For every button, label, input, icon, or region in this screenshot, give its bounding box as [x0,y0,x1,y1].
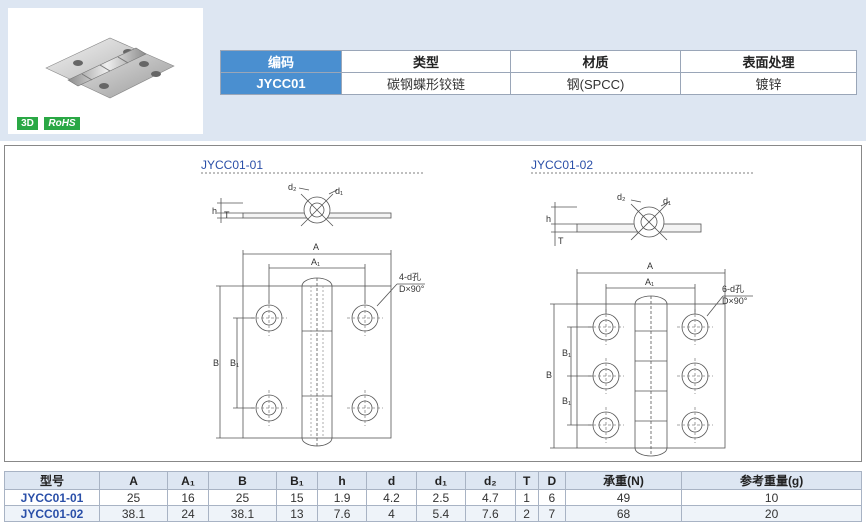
right-d2-label: d₂ [617,192,626,202]
right-B1-label-bottom: B₁ [562,396,571,406]
dim-header-d2: d₂ [465,471,516,490]
3d-badge[interactable]: 3D [17,117,38,130]
spec-header-material: 材质 [510,50,681,73]
left-side-view [217,187,392,227]
spec-table: 编码 类型 材质 表面处理 JYCC01 碳钢蝶形铰链 钢(SPCC) 镀锌 [220,50,857,95]
cell-T: 1 [514,489,539,506]
right-A1-label: A₁ [645,277,654,287]
right-d1-label: d₁ [663,196,671,206]
left-B-label: B [213,358,219,368]
cell-B1: 13 [275,505,318,522]
cell-B1: 15 [275,489,318,506]
cell-weight: 20 [681,505,862,522]
spec-value-row: JYCC01 碳钢蝶形铰链 钢(SPCC) 镀锌 [220,72,857,95]
dim-header-weight: 参考重量(g) [681,471,862,490]
cell-d: 4 [366,505,417,522]
cell-d1: 5.4 [415,505,467,522]
dim-header-A: A [98,471,169,490]
cell-B: 38.1 [207,505,277,522]
cell-A: 38.1 [98,505,169,522]
left-front-view [216,250,425,447]
rohs-badge: RoHS [44,117,80,130]
left-A1-label: A₁ [311,257,320,267]
dim-header-row: 型号 A A₁ B B₁ h d d₁ d₂ T D 承重(N) 参考重量(g) [4,471,862,490]
dim-header-B1: B₁ [275,471,318,490]
left-hole-label: 4-d孔 [399,272,421,282]
dim-header-A1: A₁ [167,471,209,490]
table-row: JYCC01-01 25 16 25 15 1.9 4.2 2.5 4.7 1 … [4,489,862,506]
cell-d2: 7.6 [465,505,516,522]
right-front-view [550,269,753,457]
dim-header-h: h [316,471,368,490]
spec-type: 碳钢蝶形铰链 [341,72,511,95]
right-hole-label: 6-d孔 [722,284,744,294]
cell-B: 25 [207,489,277,506]
left-T-label: T [224,210,230,220]
spec-material: 钢(SPCC) [510,72,681,95]
cell-T: 2 [514,505,539,522]
right-h-label: h [546,214,551,224]
right-chamfer-label: D×90° [722,296,748,306]
dim-header-d: d [366,471,417,490]
right-B1-label-top: B₁ [562,348,571,358]
left-B1-label: B₁ [230,358,239,368]
table-row: JYCC01-02 38.1 24 38.1 13 7.6 4 5.4 7.6 … [4,505,862,522]
dim-header-d1: d₁ [415,471,467,490]
right-side-view [551,199,702,246]
dimension-table: 型号 A A₁ B B₁ h d d₁ d₂ T D 承重(N) 参考重量(g)… [4,471,862,522]
drawing-canvas: h T d₂ d₁ A A₁ B B₁ 4-d孔 D×90° h T d₂ d₁… [201,172,753,457]
left-view-title: JYCC01-01 [201,158,264,172]
spec-header-finish: 表面处理 [680,50,857,73]
dim-header-D: D [537,471,566,490]
hinge-render [45,37,175,99]
cell-load: 49 [564,489,683,506]
dim-header-load: 承重(N) [564,471,683,490]
dim-header-T: T [514,471,539,490]
spec-code: JYCC01 [220,72,342,95]
spec-header-row: 编码 类型 材质 表面处理 [220,50,857,73]
right-A-label: A [647,261,653,271]
left-d1-label: d₁ [335,186,343,196]
left-A-label: A [313,242,319,252]
cell-A1: 16 [167,489,209,506]
dim-header-model: 型号 [4,471,100,490]
cell-load: 68 [564,505,683,522]
spec-finish: 镀锌 [680,72,857,95]
right-T-label: T [558,236,564,246]
cell-A: 25 [98,489,169,506]
cell-A1: 24 [167,505,209,522]
left-h-label: h [212,206,217,216]
cell-weight: 10 [681,489,862,506]
cell-d: 4.2 [366,489,417,506]
right-view-title: JYCC01-02 [531,158,594,172]
cell-D: 6 [537,489,566,506]
product-header: 3D RoHS 编码 类型 材质 表面处理 JYCC01 碳钢蝶形铰链 钢(SP… [0,0,866,141]
left-chamfer-label: D×90° [399,284,425,294]
cell-h: 7.6 [316,505,368,522]
cell-D: 7 [537,505,566,522]
cell-d2: 4.7 [465,489,516,506]
spec-header-code: 编码 [220,50,342,73]
product-image [8,8,203,134]
right-B-label: B [546,370,552,380]
cell-h: 1.9 [316,489,368,506]
technical-drawing: JYCC01-01 JYCC01-02 [4,145,862,462]
dim-header-B: B [207,471,277,490]
cell-d1: 2.5 [415,489,467,506]
left-d2-label: d₂ [288,182,297,192]
model-cell: JYCC01-01 [4,489,100,506]
spec-header-type: 类型 [341,50,511,73]
model-cell: JYCC01-02 [4,505,100,522]
